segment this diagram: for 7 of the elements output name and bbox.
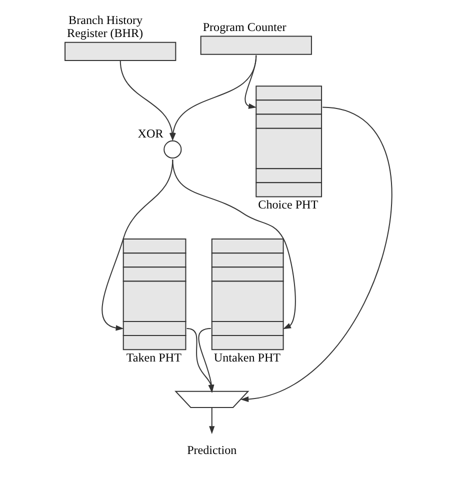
node-label: Untaken PHT bbox=[213, 350, 280, 364]
node-label: Choice PHT bbox=[258, 197, 318, 212]
node-label: XOR bbox=[137, 126, 163, 140]
node-label: Program Counter bbox=[202, 20, 286, 34]
node-label: Taken PHT bbox=[126, 350, 181, 364]
node-text: Prediction bbox=[186, 442, 236, 457]
node-label: Branch History Register (BHR) bbox=[66, 12, 143, 40]
